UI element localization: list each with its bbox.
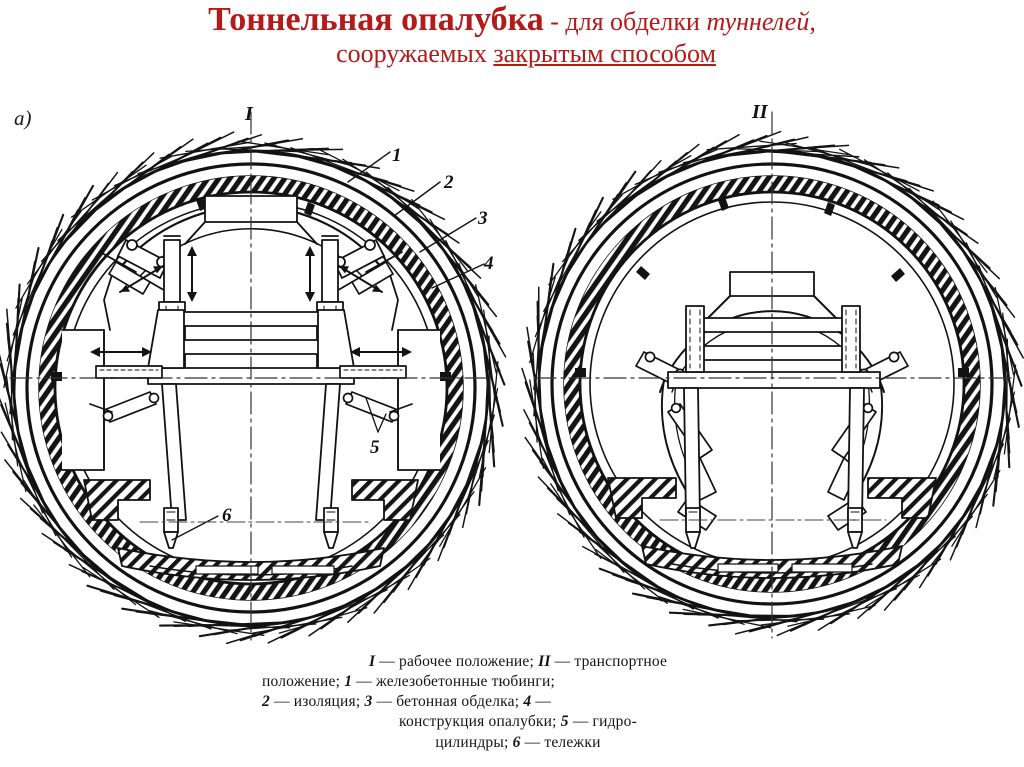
caption-text-1a: — рабочее положение;: [375, 653, 539, 670]
telescopic-strut-right: [339, 365, 407, 379]
invert-slab-left: [117, 547, 385, 581]
caption-text-5b: — тележки: [520, 733, 601, 751]
motion-arrow-horizontal-left: [90, 347, 152, 357]
caption-num-3: 3: [364, 693, 373, 711]
hydro-cylinder-lower-right: [342, 391, 413, 423]
title-line2-underlined: закрытым способом: [493, 39, 716, 69]
formwork-frame-right: [667, 305, 881, 521]
leader-line-6: [171, 515, 219, 541]
motion-arrow-horizontal-right: [350, 347, 412, 357]
title-subtext: для обделки: [565, 7, 707, 36]
caption-line-4: конструкция опалубки; 5 — гидро-: [262, 712, 774, 732]
trolley-right: [323, 507, 339, 549]
caption-text-3a: — изоляция;: [269, 693, 365, 711]
caption-text-4b: — гидро-: [568, 713, 637, 731]
figure-left-working-position: [0, 111, 507, 645]
caption-text-2a: положение;: [262, 673, 345, 691]
caption-text-3c: —: [531, 693, 552, 711]
segment-joints-right: [575, 197, 969, 377]
caption-num-5: 5: [560, 713, 569, 731]
title-italic-word: туннелей,: [706, 7, 816, 36]
center-axis-left: [9, 111, 493, 641]
leader-line-4: [431, 263, 485, 289]
callout-3: 3: [478, 208, 488, 229]
section-marker-ii: II: [752, 101, 768, 123]
haunch-block-right-right-fig: [867, 477, 937, 519]
caption-num-2: 2: [262, 693, 270, 711]
caption-text-4a: конструкция опалубки;: [399, 713, 561, 731]
motion-arrow-diagonal-right: [338, 265, 383, 293]
leader-line-5b: [365, 397, 379, 433]
leader-line-5: [377, 413, 387, 433]
motion-arrow-diagonal-left: [119, 265, 164, 293]
trolley-right-fig-left: [685, 507, 701, 549]
center-axis-right: [533, 111, 1015, 639]
leader-line-2: [393, 181, 441, 217]
figure-right-transport-position: [521, 111, 1024, 639]
haunch-block-left-right-fig: [607, 477, 677, 519]
sidewall-form-right: [397, 329, 441, 471]
caption-num-1: 1: [344, 673, 353, 691]
title-line2-plain: сооружаемых: [336, 39, 494, 69]
caption-num-4: 4: [523, 693, 532, 711]
motion-arrow-vertical-right: [305, 246, 315, 302]
trolley-left: [163, 507, 179, 549]
callout-leaders-left: [347, 151, 485, 289]
caption-line-3: 2 — изоляция; 3 — бетонная обделка; 4 —: [262, 692, 774, 712]
formwork-frame-left: [147, 309, 355, 521]
caption-text-3b: — бетонная обделка;: [372, 693, 524, 711]
haunch-block-left-side: [83, 479, 151, 521]
caption-line-5: цилиндры; 6 — тележки: [262, 733, 774, 753]
figure-caption: I — рабочее положение; II — транспортное…: [262, 652, 774, 753]
section-marker-i: I: [245, 103, 253, 125]
caption-text-5a: цилиндры;: [435, 733, 513, 751]
title-line-1: Тоннельная опалубка - для обделки туннел…: [0, 1, 1024, 38]
callout-2: 2: [444, 172, 454, 193]
page-title: Тоннельная опалубка - для обделки туннел…: [0, 1, 1024, 68]
caption-text-2b: — железобетонные тюбинги;: [352, 673, 555, 691]
motion-arrow-vertical-left: [187, 246, 197, 302]
callout-1: 1: [392, 145, 402, 166]
caption-line-1: I — рабочее положение; II — транспортное: [262, 652, 774, 672]
caption-text-1b: — транспортное: [550, 653, 668, 670]
haunch-block-right-side: [351, 479, 419, 521]
title-dash: -: [543, 7, 566, 36]
telescopic-strut-left: [95, 365, 163, 379]
hydro-cylinder-lower-left: [89, 391, 160, 423]
caption-roman-ii: II: [538, 653, 551, 670]
caption-num-6: 6: [512, 733, 521, 751]
trolley-right-fig-right: [847, 507, 863, 549]
panel-marker-a: а): [14, 106, 32, 130]
leader-line-1: [347, 151, 391, 183]
title-line-2: сооружаемых закрытым способом: [0, 40, 1024, 68]
callout-5: 5: [370, 437, 380, 458]
title-main: Тоннельная опалубка: [208, 1, 544, 38]
sidewall-form-left: [61, 329, 105, 471]
caption-line-2: положение; 1 — железобетонные тюбинги;: [262, 672, 774, 692]
leader-line-3: [419, 217, 477, 253]
callout-6: 6: [222, 505, 232, 526]
callout-4: 4: [484, 253, 494, 274]
caption-roman-i: I: [368, 653, 376, 670]
